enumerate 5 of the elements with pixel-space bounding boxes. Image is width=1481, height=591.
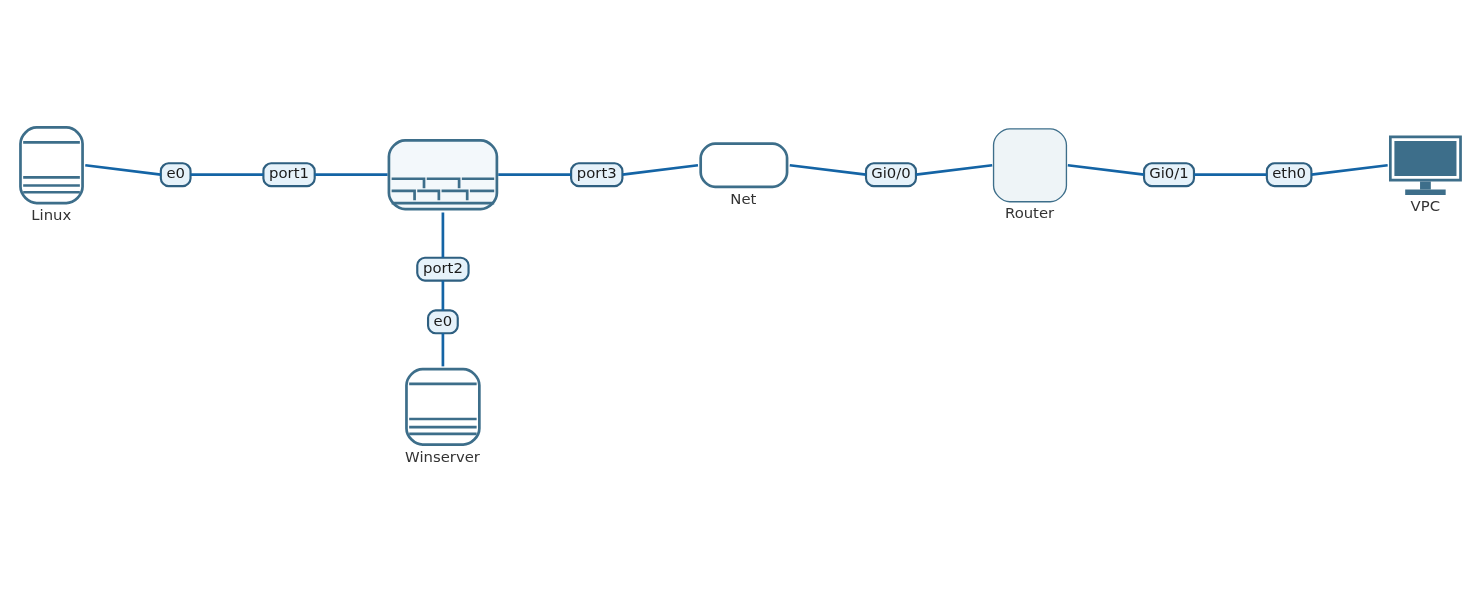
node-label: VPC [1410, 196, 1441, 214]
node-label: Winserver [405, 447, 480, 465]
node-label: Net [730, 190, 757, 208]
node-label: Router [1005, 203, 1055, 221]
node-label: Linux [31, 206, 72, 224]
